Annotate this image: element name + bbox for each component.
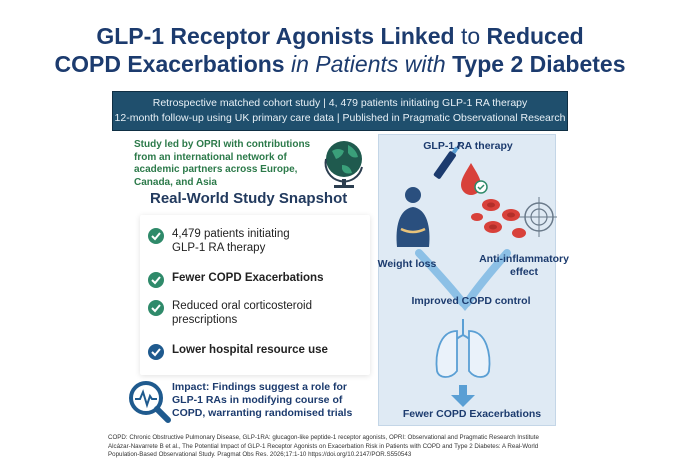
snapshot-item-2-line-1: Fewer COPD Exacerbations [172,272,324,284]
snapshot-card: 4,479 patients initiating GLP-1 RA thera… [140,215,370,375]
blood-drop-icon [461,163,488,195]
snapshot-item-3-line-1: Reduced oral corticosteroid [172,300,312,312]
fewer-exacerbations-label: Fewer COPD Exacerbations [402,408,542,420]
snapshot-item-4-line-1: Lower hospital resource use [172,344,328,356]
therapy-label: GLP-1 RA therapy [423,140,513,152]
lungs-icon [435,319,491,378]
impact-line-3: COPD, warranting randomised trials [172,407,353,419]
footnote-line-1: COPD: Chronic Obstructive Pulmonary Dise… [108,434,539,441]
magnifier-pulse-icon [129,381,171,423]
weight-loss-label: Weight loss [377,258,437,270]
anti-inflammatory-label: Anti-inflammatory effect [474,253,574,279]
anti-inflammatory-line-1: Anti-inflammatory [479,253,569,265]
mechanism-panel [378,134,557,426]
title-line2-a: COPD Exacerbations [54,51,285,78]
improved-copd-label: Improved COPD control [411,295,531,307]
bottom-down-arrow-icon [451,385,475,407]
impact-line-2: GLP-1 RAs in modifying course of [172,394,343,406]
snapshot-item-1-line-2: GLP-1 RA therapy [172,242,266,254]
banner-line-1: Retrospective matched cohort study | 4, … [152,97,528,109]
title-line2-b: in Patients with [290,51,446,78]
mechanism-diagram [396,142,557,407]
red-blood-cells-icon [471,199,526,238]
down-arrow-icon [415,249,511,311]
title-line1-b: to [460,23,481,49]
study-led-text: Study led by OPRI with contributions fro… [134,139,311,188]
impact-line-1: Impact: Findings suggest a role for [172,381,348,393]
check-icon [148,228,164,244]
anti-inflammatory-line-2: effect [509,266,538,278]
check-icon [148,300,164,316]
snapshot-item: Fewer COPD Exacerbations [148,271,323,288]
footnote-line-3: Population-Based Observational Study. Pr… [108,451,412,459]
snapshot-item-3-line-2: prescriptions [172,314,238,326]
banner-line-2: 12-month follow-up using UK primary care… [114,112,566,124]
footnote: COPD: Chronic Obstructive Pulmonary Dise… [108,434,578,460]
globe-icon [324,141,363,188]
footnote-line-2: Alcázar-Navarrete B et al., The Potentia… [108,442,539,450]
impact-statement: Impact: Findings suggest a role for GLP-… [172,381,382,420]
pen-injector-icon [433,142,461,179]
page-title: GLP-1 Receptor Agonists Linked to Reduce… [0,22,680,78]
study-design-banner: Retrospective matched cohort study | 4, … [112,91,568,131]
snapshot-item: 4,479 patients initiating GLP-1 RA thera… [148,227,290,255]
title-line1-a: GLP-1 Receptor Agonists Linked [96,23,455,49]
check-icon [148,344,164,360]
title-line1-c: Reduced [486,23,584,49]
body-silhouette-icon [396,187,430,247]
snapshot-item: Reduced oral corticosteroid prescription… [148,299,312,327]
title-line2-c: Type 2 Diabetes [452,51,626,78]
check-icon [148,272,164,288]
snapshot-item-1-line-1: 4,479 patients initiating [172,228,290,240]
snapshot-heading: Real-World Study Snapshot [150,190,348,207]
snapshot-item: Lower hospital resource use [148,343,328,360]
target-crosshair-icon [519,197,557,237]
